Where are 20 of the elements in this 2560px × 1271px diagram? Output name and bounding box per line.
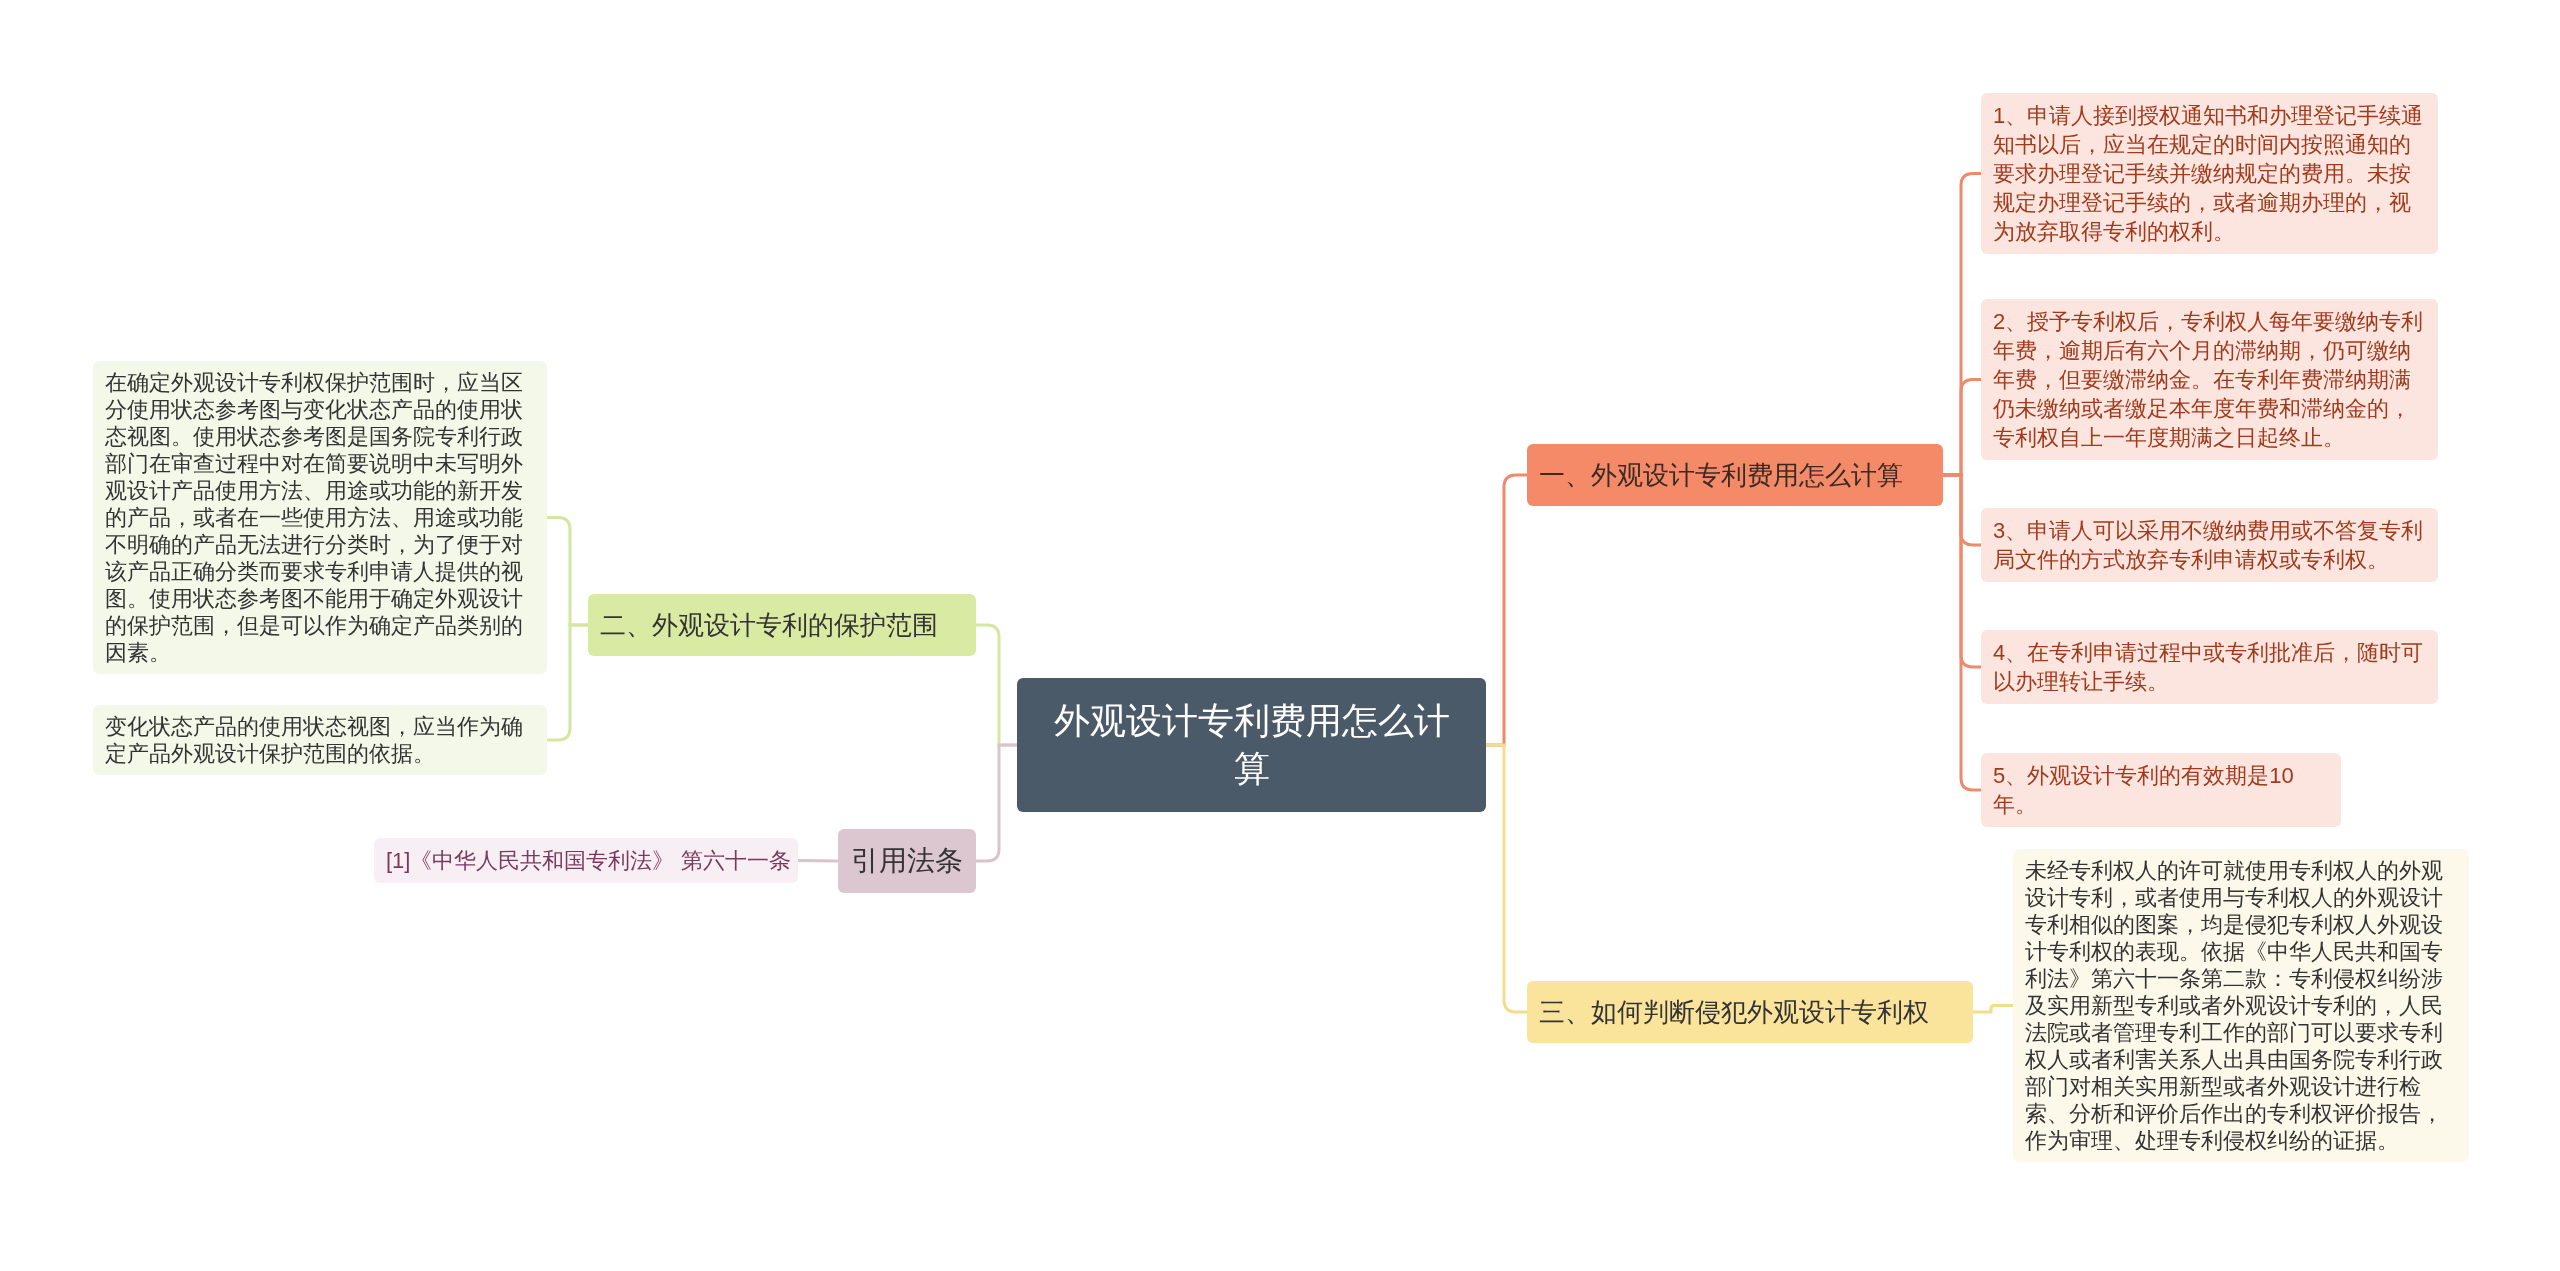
leaf-note: 在确定外观设计专利权保护范围时，应当区分使用状态参考图与变化状态产品的使用状态视图。使用状态参考图是国务院专利行政部门在审查过程中对在简要说明中未写明外观设计产品使用方法、用途或功能的新开发的产品，或者在一些使用方法、用途或功能不明确的产品无法进行分类时，为了便于对该产品正确分类而要求专利申请人提供的视图。使用状态参考图不能用于确定外观设计的保护范围，但是可以作为确定产品类别的因素。 [93, 361, 547, 674]
leaf-note: 1、申请人接到授权通知书和办理登记手续通知书以后，应当在规定的时间内按照通知的要求办理登记手续并缴纳规定的费用。未按规定办理登记手续的，或者逾期办理的，视为放弃取得专利的权利。 [1981, 93, 2438, 254]
leaf-note: 5、外观设计专利的有效期是10年。 [1981, 753, 2341, 827]
connector-line [547, 623, 588, 742]
leaf-note: 变化状态产品的使用状态视图，应当作为确定产品外观设计保护范围的依据。 [93, 705, 547, 775]
connector-line [797, 859, 839, 863]
connector-line [1973, 1004, 2013, 1014]
root-topic: 外观设计专利费用怎么计算 [1017, 678, 1486, 812]
reference-note: [1]《中华人民共和国专利法》 第六十一条 [374, 838, 798, 883]
connector-line [976, 743, 1017, 863]
leaf-note: 3、申请人可以采用不缴纳费用或不答复专利局文件的方式放弃专利申请权或专利权。 [1981, 508, 2438, 582]
branch-topic: 三、如何判断侵犯外观设计专利权 [1527, 981, 1973, 1043]
connector-line [1943, 473, 1981, 792]
leaf-note: 2、授予专利权后，专利权人每年要缴纳专利年费，逾期后有六个月的滞纳期，仍可缴纳年费，但要缴滞纳金。在专利年费滞纳期满仍未缴纳或者缴足本年度年费和滞纳金的，专利权自上一年度期满之日起终止。 [1981, 299, 2438, 460]
branch-topic: 一、外观设计专利费用怎么计算 [1527, 444, 1943, 506]
branch-topic: 引用法条 [838, 829, 976, 893]
leaf-note: 未经专利权人的许可就使用专利权人的外观设计专利，或者使用与专利权人的外观设计专利相似的图案，均是侵犯专利权人外观设计专利权的表现。依据《中华人民共和国专利法》第六十一条第二款：专利侵权纠纷涉及实用新型专利或者外观设计专利的，人民法院或者管理专利工作的部门可以要求专利权人或者利害关系人出具由国务院专利行政部门对相关实用新型或者外观设计进行检索、分析和评价后作出的专利权评价报告，作为审理、处理专利侵权纠纷的证据。 [2013, 849, 2469, 1162]
leaf-note: 4、在专利申请过程中或专利批准后，随时可以办理转让手续。 [1981, 630, 2438, 704]
branch-topic: 二、外观设计专利的保护范围 [588, 594, 976, 656]
connector-line [1486, 743, 1527, 1014]
